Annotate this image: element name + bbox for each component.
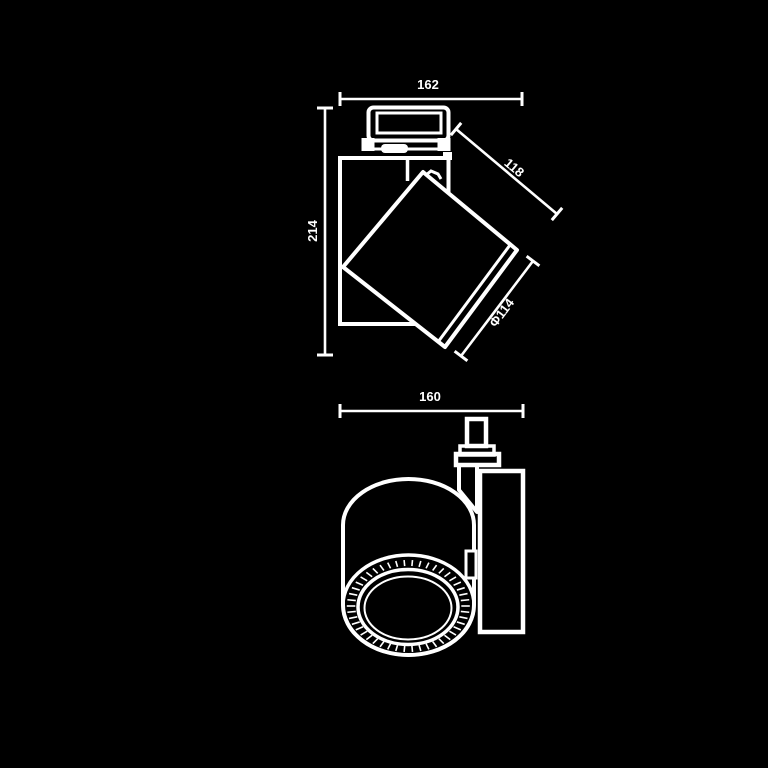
dim-tick — [449, 121, 463, 137]
bezel-serrations — [346, 560, 470, 652]
serration-tick — [347, 610, 356, 614]
serration-tick — [459, 616, 468, 620]
track-stem — [464, 416, 489, 449]
bezel-outer-ring — [341, 553, 476, 657]
dim-label-head-length: 118 — [501, 155, 527, 180]
dimension-width: 162 — [338, 77, 524, 106]
serration-tick — [418, 560, 422, 568]
dim-tick — [525, 255, 541, 267]
serration-tick — [411, 560, 414, 567]
serration-tick — [438, 638, 445, 645]
serration-tick — [449, 576, 457, 582]
stem-flange — [453, 451, 502, 468]
serration-tick — [395, 644, 399, 652]
serration-tick — [379, 641, 385, 648]
body-step-tab — [443, 152, 452, 160]
serration-tick — [365, 634, 373, 641]
lamp-head-cylinder — [341, 477, 476, 657]
serration-tick — [403, 645, 406, 652]
lens-rim-line — [436, 244, 512, 343]
serration-tick — [403, 560, 406, 567]
bezel-inner-ring — [363, 575, 453, 641]
serration-tick — [425, 562, 430, 569]
dim-line — [459, 260, 535, 357]
serration-tick — [449, 630, 457, 636]
dim-tick — [550, 206, 564, 222]
serration-tick — [360, 630, 368, 636]
serration-tick — [351, 586, 360, 591]
serration-tick — [355, 581, 364, 586]
serration-tick — [372, 567, 379, 574]
serration-tick — [432, 564, 438, 571]
dim-label-front-width: 160 — [419, 389, 441, 404]
serration-tick — [453, 581, 462, 586]
serration-tick — [365, 571, 373, 578]
serration-tick — [347, 598, 356, 602]
serration-tick — [360, 576, 368, 582]
dim-tick — [453, 350, 469, 362]
head-pivot-bump — [425, 169, 443, 180]
serration-tick — [351, 621, 360, 626]
serration-tick — [456, 586, 465, 591]
serration-tick — [355, 626, 364, 631]
dim-label-head-diameter: Φ114 — [486, 295, 517, 330]
side-view: 162 214 118 Φ114 — [305, 77, 564, 362]
adapter-clip — [381, 144, 408, 153]
serration-tick — [459, 592, 468, 596]
bezel-mid-ring — [356, 567, 460, 647]
serration-tick — [348, 592, 358, 596]
front-view: 160 — [338, 389, 526, 657]
serration-tick — [379, 564, 385, 571]
serration-tick — [348, 616, 358, 620]
dim-label-height: 214 — [305, 219, 320, 241]
serration-tick — [411, 645, 414, 652]
serration-tick — [460, 598, 470, 602]
serration-tick — [395, 560, 399, 568]
serration-tick — [453, 626, 462, 631]
serration-tick — [386, 643, 392, 650]
dimension-head-length: 118 — [449, 121, 564, 222]
serration-tick — [438, 567, 445, 574]
driver-box — [477, 468, 526, 635]
dim-line — [455, 128, 558, 215]
lamp-head-tilted — [341, 170, 519, 349]
serration-tick — [443, 571, 451, 578]
dimension-height: 214 — [305, 106, 333, 357]
serration-tick — [443, 634, 451, 641]
dimension-front-width: 160 — [338, 389, 525, 418]
head-latch — [464, 549, 478, 580]
serration-tick — [418, 644, 422, 652]
serration-tick — [372, 638, 379, 645]
serration-tick — [425, 643, 430, 650]
serration-tick — [456, 621, 465, 626]
track-adapter-inner — [375, 111, 443, 135]
serration-tick — [460, 610, 470, 614]
serration-tick — [386, 562, 392, 569]
adapter-endcap-right — [437, 138, 451, 151]
adapter-endcap-left — [361, 138, 375, 151]
serration-tick — [432, 641, 438, 648]
dim-label-width: 162 — [417, 77, 439, 92]
